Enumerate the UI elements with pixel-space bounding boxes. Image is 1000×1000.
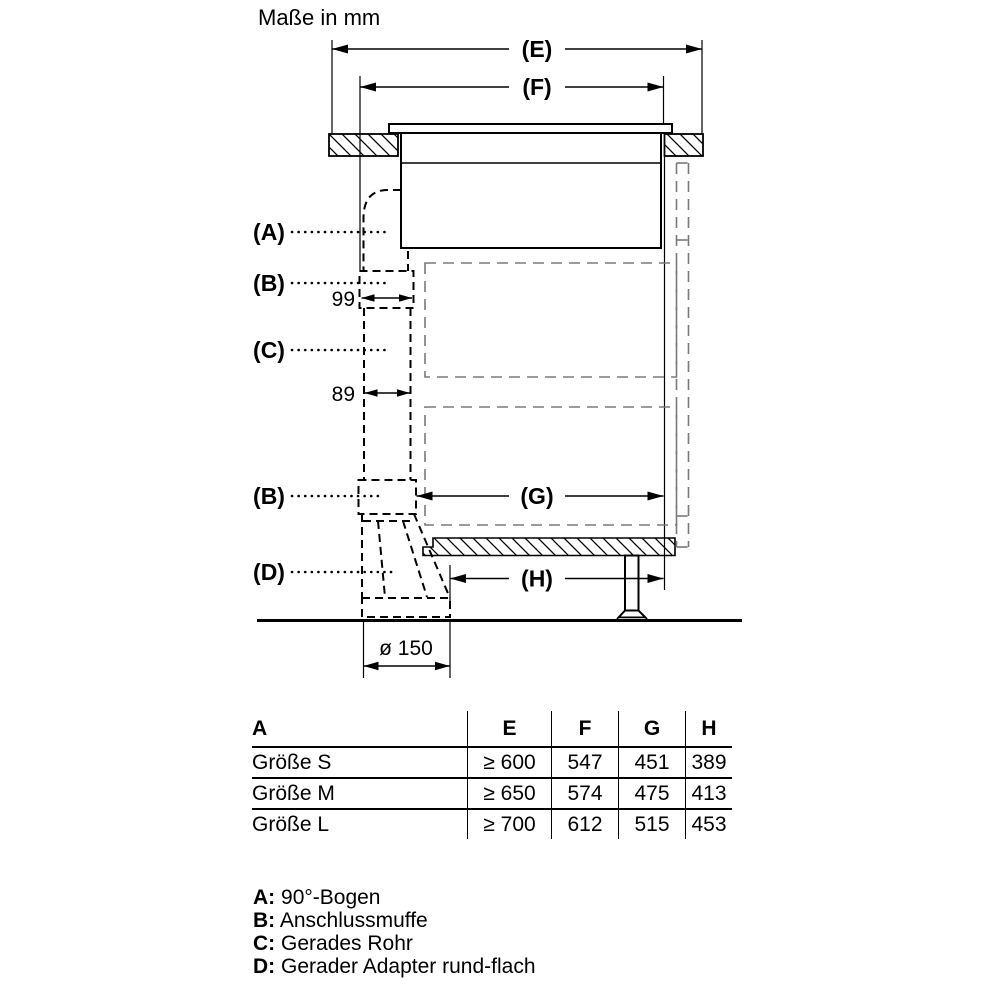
row-s-g: 451: [618, 747, 686, 779]
row-l-label: Größe L: [252, 813, 330, 836]
units-title: Maße in mm: [258, 5, 380, 30]
row-m-f: 574: [551, 778, 619, 810]
dim-g-label: (G): [520, 483, 553, 509]
dimension-e: [332, 44, 702, 54]
legend-text-a: 90°-Bogen: [281, 886, 381, 909]
part-label-a: (A): [253, 219, 285, 245]
header-e: E: [467, 711, 552, 748]
cabinet-leg: [616, 554, 648, 622]
worktop: [328, 133, 704, 157]
row-m-h: 413: [685, 778, 732, 810]
dimension-89: [364, 389, 410, 397]
legend-key-c: C:: [253, 932, 276, 955]
installation-drawing: Maße in mm: [253, 5, 742, 678]
sleeve-upper: [358, 270, 415, 309]
part-label-b-lower: (B): [253, 483, 285, 509]
legend-item-b: B: Anschlussmuffe: [253, 909, 536, 932]
table-row-size-m: Größe M ≥ 650 574 475 413: [252, 778, 732, 810]
row-s-e: ≥ 600: [467, 747, 552, 779]
hob-glass-top: [388, 123, 673, 134]
row-l-g: 515: [618, 809, 686, 839]
part-label-d: (D): [253, 559, 285, 585]
size-table: A E F G H Größe S ≥ 600 547 451 389 Größ…: [252, 711, 732, 839]
dimension-g: [416, 491, 664, 501]
leg-shaft: [624, 554, 640, 612]
header-f: F: [551, 711, 619, 748]
part-label-b-upper: (B): [253, 270, 285, 296]
row-m-label: Größe M: [252, 778, 468, 810]
header-h: H: [685, 711, 732, 748]
parts-legend: A: 90°-Bogen B: Anschlussmuffe C: Gerade…: [253, 886, 536, 978]
dim-e-label: (E): [522, 36, 553, 62]
legend-key-a: A:: [253, 886, 276, 909]
legend-key-b: B:: [253, 909, 276, 932]
header-a: A: [252, 711, 468, 748]
leader-lines: [290, 230, 399, 574]
part-label-c: (C): [253, 337, 285, 363]
legend-text-c: Gerades Rohr: [281, 932, 413, 955]
row-l-e: ≥ 700: [467, 809, 552, 839]
legend-item-c: C: Gerades Rohr: [253, 932, 536, 955]
dim-f-label: (F): [522, 74, 551, 100]
cabinet-dashed-outline: [424, 162, 690, 548]
hob: [388, 123, 673, 249]
drawer-zone-upper: [424, 262, 678, 378]
legend-text-b: Anschlussmuffe: [279, 909, 428, 932]
row-l-f: 612: [551, 809, 619, 839]
row-m-g: 475: [618, 778, 686, 810]
legend-key-d: D:: [253, 955, 276, 978]
table-row-size-l: Größe L ≥ 700 612 515 453: [252, 809, 732, 839]
dim-89-value: 89: [332, 383, 355, 406]
legend-text-d: Gerader Adapter rund-flach: [281, 955, 536, 978]
row-m-e: ≥ 650: [467, 778, 552, 810]
legend-item-a: A: 90°-Bogen: [253, 886, 536, 909]
duct-parts: [357, 189, 451, 618]
leg-foot: [616, 609, 648, 619]
row-s-f: 547: [551, 747, 619, 779]
cabinet-bottom-board: [422, 537, 676, 557]
header-g: G: [618, 711, 686, 748]
row-l-h: 453: [685, 809, 732, 839]
size-table-header-row: A E F G H: [252, 711, 732, 748]
hob-body: [400, 132, 662, 249]
sleeve-lower: [357, 479, 417, 515]
dimension-h: [450, 574, 664, 583]
adapter-right-outer: [413, 513, 451, 599]
dim-diameter-value: ø 150: [379, 637, 433, 660]
worktop-left: [328, 133, 399, 157]
table-row-size-s: Größe S ≥ 600 547 451 389: [252, 747, 732, 779]
bend-90-outer: [362, 189, 401, 271]
dim-99-value: 99: [332, 288, 355, 311]
legend-item-d: D: Gerader Adapter rund-flach: [253, 955, 536, 978]
dimension-diameter-150: [363, 661, 450, 671]
adapter-inner-left: [377, 520, 386, 598]
dimension-99: [361, 294, 412, 302]
extension-lines: [331, 40, 703, 678]
row-s-h: 389: [685, 747, 732, 779]
worktop-right: [663, 133, 704, 157]
drawer-zone-lower: [424, 406, 678, 526]
adapter-inner-right: [402, 520, 428, 598]
dim-h-label: (H): [521, 566, 553, 592]
dimension-f: [360, 82, 664, 92]
adapter-flat-outlet: [361, 597, 451, 618]
row-s-label: Größe S: [252, 747, 468, 779]
